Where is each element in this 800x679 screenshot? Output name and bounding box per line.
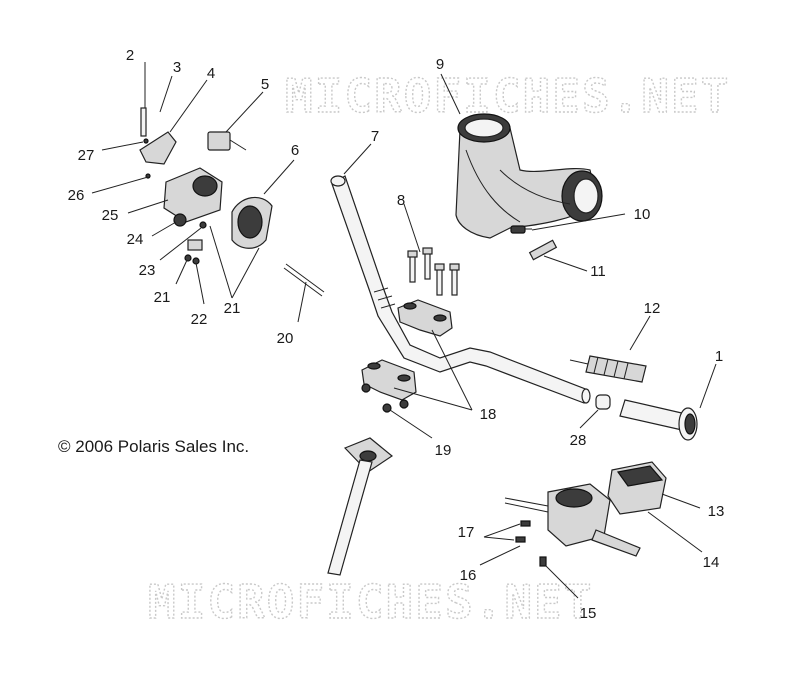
nuts-part bbox=[361, 383, 409, 413]
callout-4: 4 bbox=[207, 65, 215, 82]
cover-screw-part bbox=[510, 225, 532, 234]
right-grip-part bbox=[619, 399, 698, 441]
callout-21-right: 21 bbox=[224, 300, 241, 317]
callout-numbers: 1 2 3 4 5 6 7 8 9 10 11 12 13 14 15 16 1… bbox=[68, 47, 725, 622]
handlebar-part bbox=[330, 175, 591, 404]
callout-3: 3 bbox=[173, 59, 181, 76]
handlebar-cover-part bbox=[455, 113, 603, 239]
small-parts bbox=[143, 138, 207, 265]
plug-part bbox=[595, 394, 611, 410]
callout-14: 14 bbox=[703, 554, 720, 571]
callout-22: 22 bbox=[191, 311, 208, 328]
switch-housing-part bbox=[163, 167, 273, 249]
callout-25: 25 bbox=[102, 207, 119, 224]
switch-5-part bbox=[207, 131, 247, 151]
lower-clamp-part bbox=[361, 359, 417, 401]
callout-2: 2 bbox=[126, 47, 134, 64]
callout-12: 12 bbox=[644, 300, 661, 317]
callout-1: 1 bbox=[715, 348, 723, 365]
steering-post-part bbox=[327, 437, 394, 576]
callout-7: 7 bbox=[371, 128, 379, 145]
callout-9: 9 bbox=[436, 56, 444, 73]
callout-21-left: 21 bbox=[154, 289, 171, 306]
callout-24: 24 bbox=[127, 231, 144, 248]
callout-16: 16 bbox=[460, 567, 477, 584]
callout-26: 26 bbox=[68, 187, 85, 204]
callout-8: 8 bbox=[397, 192, 405, 209]
callout-18: 18 bbox=[480, 406, 497, 423]
callout-15: 15 bbox=[580, 605, 597, 622]
callout-13: 13 bbox=[708, 503, 725, 520]
callout-20: 20 bbox=[277, 330, 294, 347]
left-grip-part bbox=[569, 355, 647, 383]
callout-19: 19 bbox=[435, 442, 452, 459]
callout-28: 28 bbox=[570, 432, 587, 449]
callout-11: 11 bbox=[590, 263, 606, 280]
leader-lines bbox=[91, 62, 717, 599]
cable-part bbox=[283, 263, 325, 297]
master-cylinder-part bbox=[504, 483, 641, 557]
clamp-bolts-part bbox=[407, 247, 460, 296]
copyright-text: © 2006 Polaris Sales Inc. bbox=[58, 437, 249, 456]
watermark-top: MICROFICHES.NET bbox=[285, 69, 730, 123]
strip-part bbox=[528, 239, 558, 261]
callout-5: 5 bbox=[261, 76, 269, 93]
watermark-bottom: MICROFICHES.NET bbox=[148, 575, 593, 629]
callout-23: 23 bbox=[139, 262, 156, 279]
reservoir-cover-part bbox=[607, 461, 667, 515]
callout-10: 10 bbox=[634, 206, 651, 223]
switch-bracket-part bbox=[139, 107, 177, 165]
upper-clamp-part bbox=[397, 299, 453, 337]
callout-6: 6 bbox=[291, 142, 299, 159]
callout-17: 17 bbox=[458, 524, 475, 541]
callout-27: 27 bbox=[78, 147, 95, 164]
screws-part bbox=[515, 520, 547, 567]
